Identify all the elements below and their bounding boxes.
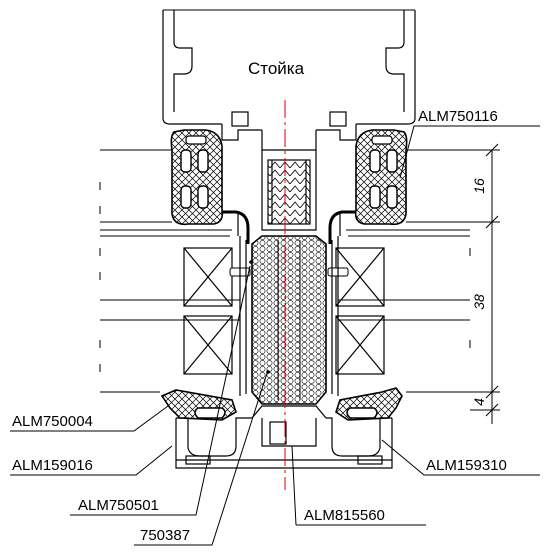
label-alm159310: ALM159310 [426,457,507,474]
mullion-title: Стойка [248,59,305,78]
label-alm750501: ALM750501 [78,497,159,514]
gasket-upper-right [354,129,408,226]
dimension-chain [470,143,500,424]
label-alm815560: ALM815560 [304,507,385,524]
insert-frame [239,236,339,396]
dim-38: 38 [471,294,487,310]
label-alm159016: ALM159016 [12,457,93,474]
spacer-boxes [183,247,385,375]
clip-lines [237,214,341,236]
gasket-lower-right [335,387,403,421]
clip-left [222,210,250,244]
leader-dots [249,260,270,374]
label-750387: 750387 [140,527,190,544]
label-alm750116: ALM750116 [418,108,498,125]
gasket-upper-left [170,129,224,226]
glass-lines [100,149,470,393]
gasket-lower-left [160,389,237,421]
thermal-insert-750387 [251,235,327,405]
mullion-profile [162,9,416,151]
leader-lines [10,125,540,546]
glass-edge-marks [99,182,471,372]
label-alm750004: ALM750004 [12,413,93,430]
central-stem [261,150,317,231]
pressure-plate [175,405,393,469]
dim-4: 4 [471,398,487,406]
dim-16: 16 [471,178,487,194]
clip-right [328,210,356,244]
